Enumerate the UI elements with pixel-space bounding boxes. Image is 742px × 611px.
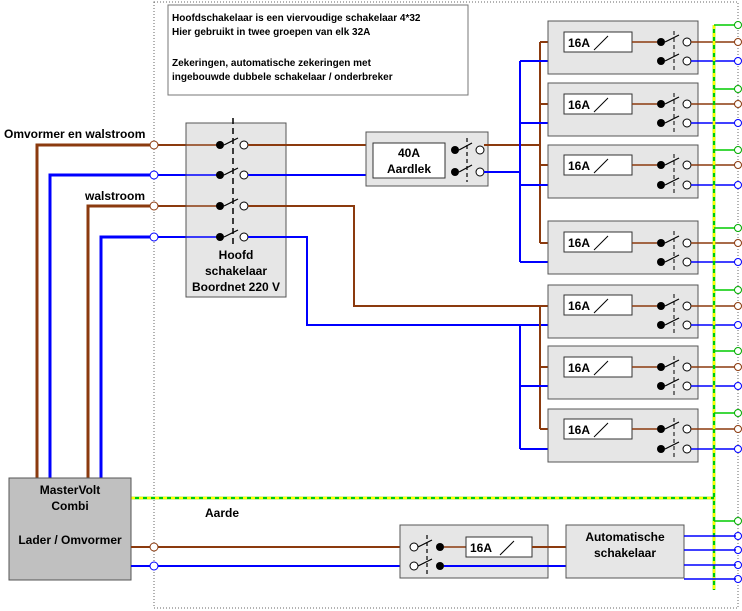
note-line-2: Hier gebruikt in twee groepen van elk 32… [172, 27, 370, 38]
main-switch-outputs [248, 144, 548, 326]
fuse-label: 16A [568, 299, 590, 313]
mastervolt-combi: MasterVolt Combi Lader / Omvormer [8, 477, 132, 581]
fuse-label: 16A [470, 541, 492, 555]
note-line-3: Zekeringen, automatische zekeringen met [172, 58, 372, 69]
fuse-label: 16A [568, 36, 590, 50]
fuse-label: 16A [568, 159, 590, 173]
hoofdschakelaar-line-3: Boordnet 220 V [192, 280, 280, 294]
hoofdschakelaar-line-2: schakelaar [205, 264, 267, 278]
mastervolt-line-3: Lader / Omvormer [18, 533, 122, 547]
boundary-terminals-right [734, 21, 742, 583]
fuse-module: 16A [547, 220, 699, 275]
automatische-line-2: schakelaar [594, 546, 656, 560]
fuse-label: 16A [568, 423, 590, 437]
hoofdschakelaar-line-1: Hoofd [219, 248, 254, 262]
aardlek-40a: 40A Aardlek [365, 131, 489, 187]
mastervolt-line-2: Combi [51, 499, 88, 513]
label-omvormer-walstroom: Omvormer en walstroom [4, 127, 145, 141]
boundary-terminals-left [149, 140, 159, 242]
mastervolt-terminals [149, 542, 159, 571]
bottom-link-wires [444, 546, 566, 567]
fuse-module: 16A [547, 20, 699, 75]
note-box: Hoofdschakelaar is een viervoudige schak… [167, 4, 469, 96]
label-aarde: Aarde [205, 506, 239, 520]
fuse-label: 16A [568, 361, 590, 375]
hoofdschakelaar: Hoofd schakelaar Boordnet 220 V [185, 118, 287, 298]
fuse-label: 16A [568, 236, 590, 250]
fuse-module: 16A [547, 345, 699, 400]
aardlek-label: Aardlek [387, 162, 431, 176]
aardlek-rating: 40A [398, 146, 420, 160]
label-walstroom: walstroom [84, 189, 145, 203]
fuse-module: 16A [547, 284, 699, 339]
main-switch-feed [158, 144, 186, 238]
fuse-module: 16A [547, 408, 699, 463]
fuse-module: 16A [547, 82, 699, 137]
fuse-module: 16A [547, 144, 699, 199]
note-line-4: ingebouwde dubbele schakelaar / onderbre… [172, 72, 393, 83]
automatische-line-1: Automatische [585, 530, 665, 544]
fuse-label: 16A [568, 98, 590, 112]
earth-bus [131, 24, 738, 590]
automatische-outputs [684, 535, 736, 580]
mastervolt-line-1: MasterVolt [40, 483, 100, 497]
fuse-modules: 16A 16A 16A [547, 20, 699, 463]
automatische-schakelaar: Automatische schakelaar [565, 524, 685, 579]
note-line-1: Hoofdschakelaar is een viervoudige schak… [172, 13, 421, 24]
supply-wires [35, 143, 154, 478]
fuse-module-bottom: 16A [399, 524, 549, 579]
boundary-dotted [153, 1, 739, 609]
mastervolt-output-wires [131, 546, 410, 567]
